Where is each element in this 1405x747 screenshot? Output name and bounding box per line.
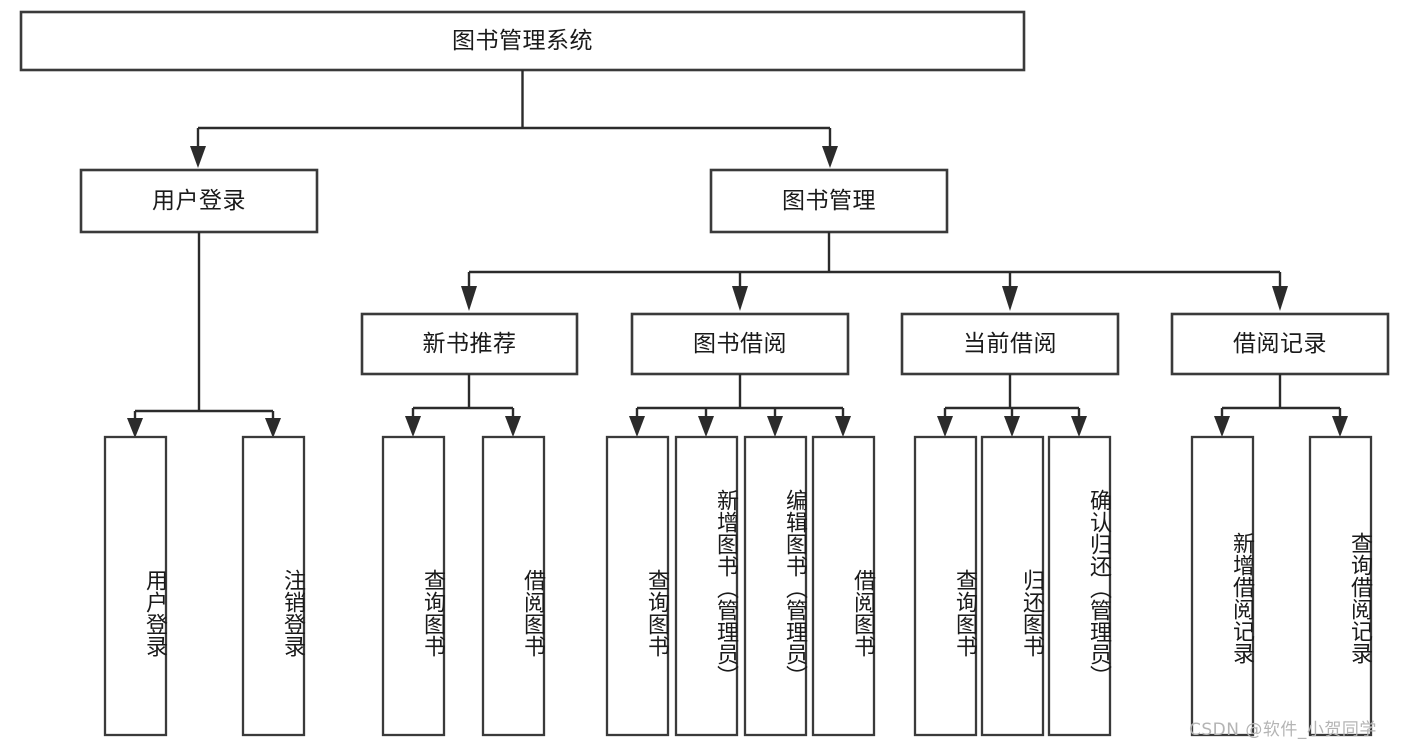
node-leaf-borrow-book-2-box[interactable] <box>811 435 876 737</box>
arrow-head-new-book-recommend <box>461 286 477 311</box>
watermark-text: CSDN @软件_小贺同学 <box>1189 720 1377 740</box>
node-leaf-logout-login-box[interactable] <box>241 435 306 737</box>
node-leaf-return-book-box[interactable] <box>980 435 1045 737</box>
node-leaf-user-login-box[interactable] <box>103 435 168 737</box>
node-borrow-record-box[interactable] <box>1170 312 1390 376</box>
arrow-head-user-login <box>190 146 206 168</box>
arrow-head-leaf-add-book <box>698 416 714 437</box>
arrow-head-leaf-edit-book <box>767 416 783 437</box>
node-new-book-recommend-box[interactable] <box>360 312 579 376</box>
node-leaf-query-book-3-box[interactable] <box>913 435 978 737</box>
arrow-head-leaf-query-book-2 <box>629 416 645 437</box>
arrow-head-leaf-return-book <box>1004 416 1020 437</box>
node-root-box[interactable] <box>19 10 1026 72</box>
arrow-head-leaf-user-login <box>127 418 143 438</box>
node-book-borrow-box[interactable] <box>630 312 850 376</box>
arrow-head-leaf-query-book-3 <box>937 416 953 437</box>
node-leaf-add-record-box[interactable] <box>1190 435 1255 737</box>
arrow-head-borrow-record <box>1272 286 1288 311</box>
arrow-head-leaf-query-book-1 <box>405 416 421 437</box>
arrow-head-leaf-borrow-book-1 <box>505 416 521 437</box>
arrow-head-leaf-query-record <box>1332 416 1348 437</box>
arrow-head-current-borrow <box>1002 286 1018 311</box>
node-current-borrow-box[interactable] <box>900 312 1120 376</box>
node-user-login-box[interactable] <box>79 168 319 234</box>
node-leaf-add-book-box[interactable] <box>674 435 739 737</box>
node-leaf-query-book-2-box[interactable] <box>605 435 670 737</box>
arrow-head-leaf-confirm-return <box>1071 416 1087 437</box>
node-leaf-borrow-book-1-box[interactable] <box>481 435 546 737</box>
arrow-head-book-management <box>822 146 838 168</box>
node-leaf-confirm-return-box[interactable] <box>1047 435 1112 737</box>
arrow-head-leaf-logout-login <box>265 418 281 438</box>
arrow-head-leaf-add-record <box>1214 416 1230 437</box>
node-leaf-edit-book-box[interactable] <box>743 435 808 737</box>
node-leaf-query-book-1-box[interactable] <box>381 435 446 737</box>
arrow-head-leaf-borrow-book-2 <box>835 416 851 437</box>
arrow-head-book-borrow <box>732 286 748 311</box>
node-leaf-query-record-box[interactable] <box>1308 435 1373 737</box>
node-book-management-box[interactable] <box>709 168 949 234</box>
